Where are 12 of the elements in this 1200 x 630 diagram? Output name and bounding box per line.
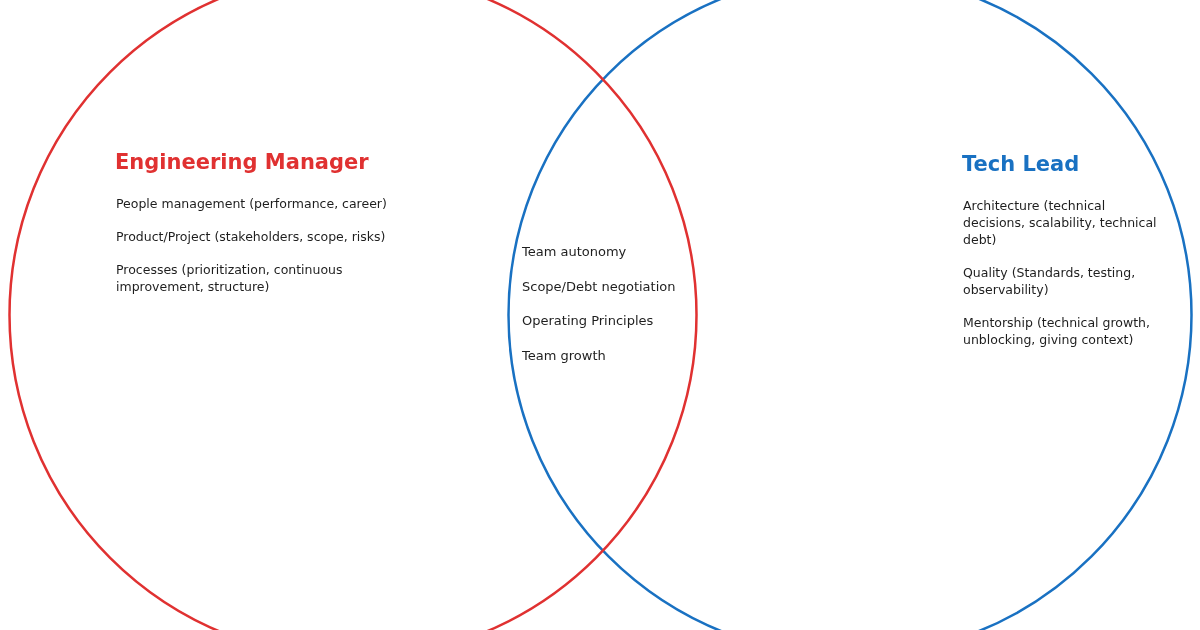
topic-text: People management (performance, career)	[116, 195, 388, 212]
topic-text: Quality (Standards, testing, observability)	[963, 264, 1137, 298]
circle-heading: Engineering Manager	[115, 150, 369, 174]
topic-text: Processes (prioritization, continuous improvement, structure)	[116, 261, 344, 295]
shared-topic-text: Operating Principles	[522, 313, 654, 328]
shared-topic-text: Team growth	[522, 347, 606, 363]
topic-text: Mentorship (technical growth, unblocking, giving context)	[963, 314, 1151, 348]
topic-text: Product/Project (stakeholders, scope, risks)	[116, 228, 387, 245]
circle-heading: Tech Lead	[962, 152, 1080, 176]
shared-topic-text: Scope/Debt negotiation	[522, 278, 676, 294]
shared-topic-text: Team autonomy	[522, 244, 627, 259]
topic-text: Architecture (technical decisions, scalability, technical debt)	[963, 197, 1158, 248]
